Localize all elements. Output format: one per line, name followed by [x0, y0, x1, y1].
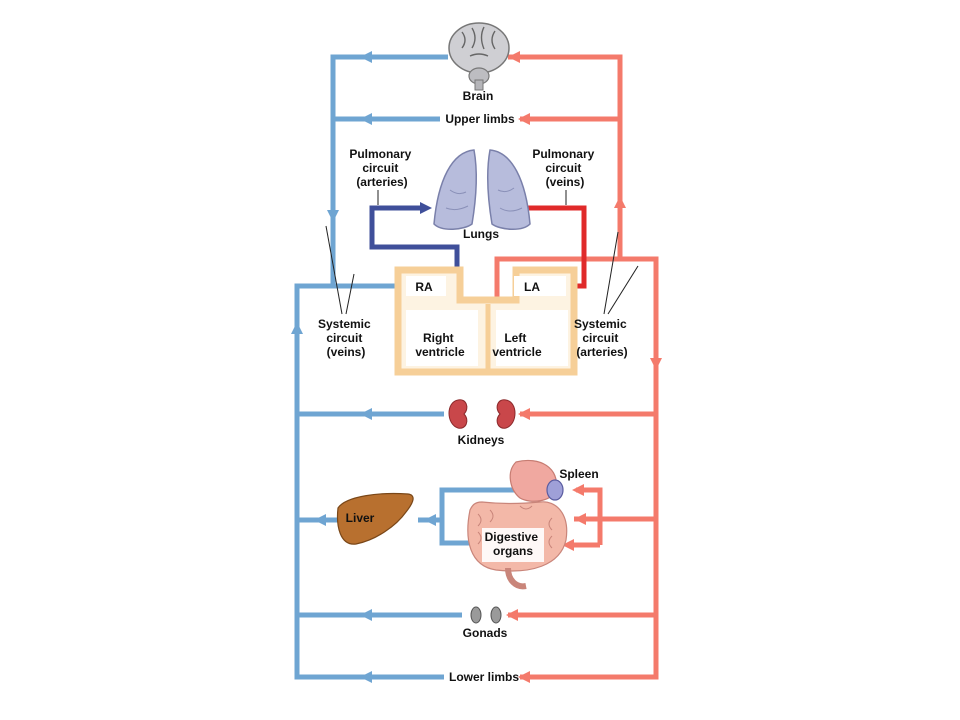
- vein-portal-path: [439, 487, 555, 546]
- spleen-icon: [546, 479, 564, 501]
- digestive-organs-icon: [467, 459, 568, 590]
- label-brain: Brain: [463, 89, 494, 103]
- label-right-ventricle: Right ventricle: [415, 331, 465, 359]
- arrow-upper-limbs-artery: [518, 113, 530, 125]
- kidneys-icon: [448, 399, 516, 429]
- label-lower-limbs: Lower limbs: [449, 670, 519, 684]
- label-digestive-organs: Digestive organs: [485, 530, 542, 558]
- arrow-spleen-artery: [572, 484, 584, 496]
- brain-icon: [448, 22, 510, 91]
- arrow-lower-limbs-vein: [360, 671, 372, 683]
- right-atrium-chamber: [406, 276, 446, 296]
- aorta-path: [494, 256, 659, 680]
- label-kidneys: Kidneys: [458, 433, 505, 447]
- arrow-gonads-vein: [360, 609, 372, 621]
- gonads-icon: [470, 606, 502, 624]
- arrow-portal-to-liver: [424, 514, 436, 526]
- arrow-outer-trunk-up: [291, 322, 303, 334]
- label-pulmonary-veins: Pulmonary circuit (veins): [532, 147, 597, 189]
- arrow-liver-vein: [314, 514, 326, 526]
- arrow-gonads-artery: [506, 609, 518, 621]
- right-ventricle-chamber: [406, 310, 478, 366]
- left-atrium-chamber: [514, 276, 566, 296]
- artery-brain-path: [508, 54, 623, 259]
- arrow-digestive-artery: [562, 539, 574, 551]
- arrow-gut-artery: [574, 513, 586, 525]
- label-la: LA: [524, 280, 540, 294]
- arrow-pulmonary-artery: [420, 202, 432, 214]
- arrow-brain-artery: [508, 51, 520, 63]
- label-upper-limbs: Upper limbs: [445, 112, 515, 126]
- left-ventricle-chamber: [496, 310, 568, 366]
- lungs-icon: [433, 149, 531, 230]
- leader-lines: [325, 190, 639, 315]
- label-pulmonary-arteries: Pulmonary circuit (arteries): [349, 147, 414, 189]
- arrow-kidneys-artery: [518, 408, 530, 420]
- arrow-kidneys-vein: [360, 408, 372, 420]
- label-systemic-arteries: Systemic circuit (arteries): [574, 317, 630, 359]
- vein-brain-path: [330, 54, 448, 289]
- label-spleen: Spleen: [559, 467, 598, 481]
- label-liver: Liver: [346, 511, 375, 525]
- heart: [394, 266, 578, 376]
- arrow-inner-trunk-up: [614, 196, 626, 208]
- digestive-label-box: [482, 528, 544, 562]
- arrow-brain-vein: [360, 51, 372, 63]
- arrow-left-trunk-down: [327, 210, 339, 222]
- liver-icon: [336, 492, 414, 545]
- label-gonads: Gonads: [463, 626, 508, 640]
- label-ra: RA: [415, 280, 433, 294]
- label-left-ventricle: Left ventricle: [492, 331, 542, 359]
- arrow-outer-trunk-down: [650, 358, 662, 370]
- label-systemic-veins: Systemic circuit (veins): [318, 317, 374, 359]
- arrow-upper-limbs-vein: [360, 113, 372, 125]
- label-lungs: Lungs: [463, 227, 499, 241]
- arrow-lower-limbs-artery: [518, 671, 530, 683]
